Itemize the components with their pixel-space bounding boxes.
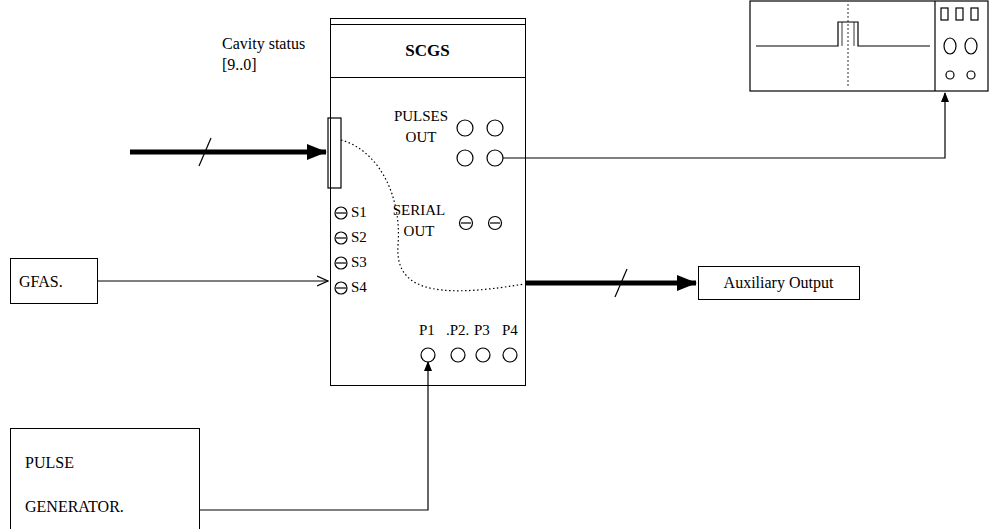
scgs-panel [328, 118, 524, 362]
cavity-bus [130, 138, 326, 166]
box-text: PULSE GENERATOR. [25, 441, 135, 529]
bus-label: Cavity status [9..0] [222, 33, 322, 75]
bus-slash [615, 269, 627, 297]
port-label: PULSES OUT [390, 106, 452, 148]
source-box: GFAS. [10, 258, 98, 304]
box-text: GFAS. [19, 272, 93, 292]
switch-label: S1 [351, 202, 367, 223]
oscilloscope [750, 1, 988, 91]
pin-label: P3 [474, 320, 490, 341]
scope-lead [503, 93, 945, 158]
switch-label: S4 [351, 277, 367, 298]
generator-box: PULSE GENERATOR. [10, 428, 200, 529]
port-label: SERIAL OUT [386, 200, 452, 242]
header-rule [331, 24, 525, 25]
pin-label: P4 [502, 320, 518, 341]
pin-label: .P2. [446, 320, 469, 341]
box-text: SCGS [331, 41, 524, 61]
switch-label: S3 [351, 252, 367, 273]
pin-label: P1 [419, 320, 435, 341]
switch-label: S2 [351, 227, 367, 248]
box-text: Auxiliary Output [699, 273, 858, 293]
connector [526, 281, 696, 286]
connector [200, 362, 428, 510]
output-box: Auxiliary Output [698, 266, 860, 300]
header-rule [331, 77, 525, 78]
connector [98, 280, 328, 281]
